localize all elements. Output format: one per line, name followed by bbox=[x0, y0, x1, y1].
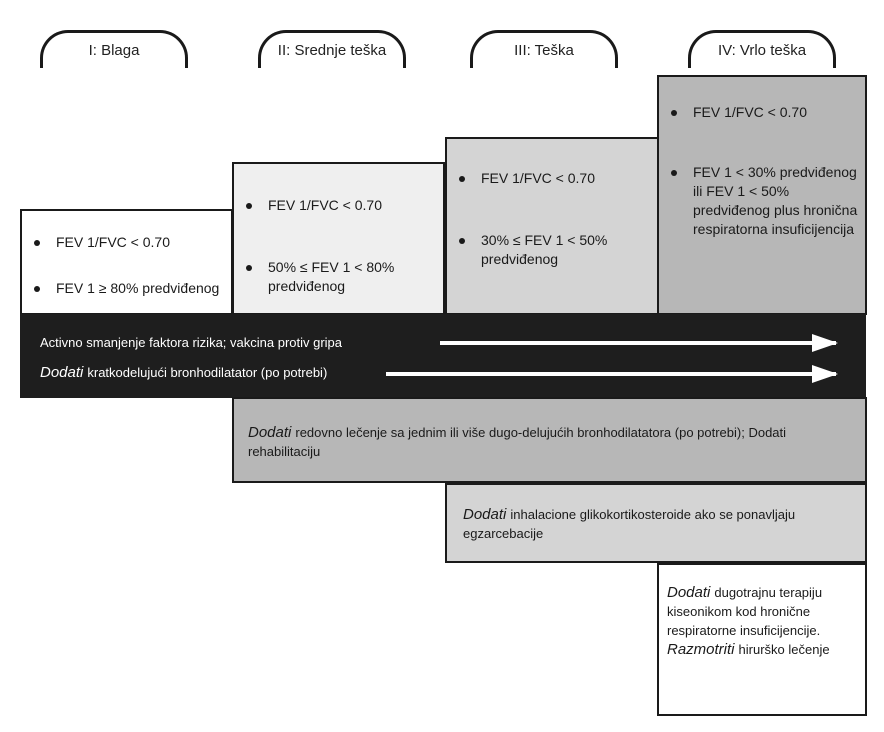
stage-box-1: FEV 1/FVC < 0.70 FEV 1 ≥ 80% predviđenog bbox=[20, 209, 233, 315]
criterion: FEV 1/FVC < 0.70 bbox=[34, 233, 227, 252]
criterion: FEV 1/FVC < 0.70 bbox=[459, 169, 653, 188]
stage-tab-3: III: Teška bbox=[470, 30, 618, 68]
criterion: FEV 1 ≥ 80% predviđenog bbox=[34, 279, 227, 298]
stage-box-2: FEV 1/FVC < 0.70 50% ≤ FEV 1 < 80% predv… bbox=[232, 162, 445, 315]
arrow-1 bbox=[440, 334, 838, 352]
criterion: FEV 1/FVC < 0.70 bbox=[246, 196, 439, 215]
bullet-icon bbox=[459, 176, 465, 182]
criterion: 50% ≤ FEV 1 < 80% predviđenog bbox=[246, 258, 439, 296]
bullet-icon bbox=[671, 170, 677, 176]
stage-box-4: FEV 1/FVC < 0.70 FEV 1 < 30% predviđenog… bbox=[657, 75, 867, 315]
stage-tab-4: IV: Vrlo teška bbox=[688, 30, 836, 68]
bullet-icon bbox=[246, 203, 252, 209]
stage-label: IV: Vrlo teška bbox=[717, 42, 807, 59]
bullet-icon bbox=[671, 110, 677, 116]
stage-tab-2: II: Srednje teška bbox=[258, 30, 406, 68]
band-line-1: Activno smanjenje faktora rizika; vakcin… bbox=[40, 335, 343, 350]
criterion: FEV 1 < 30% predviđenog ili FEV 1 < 50% … bbox=[671, 163, 861, 239]
common-treatment-band: Activno smanjenje faktora rizika; vakcin… bbox=[20, 314, 866, 398]
stage-label: I: Blaga bbox=[88, 42, 140, 59]
stage-label: III: Teška bbox=[514, 42, 574, 59]
bullet-icon bbox=[34, 286, 40, 292]
criterion: 30% ≤ FEV 1 < 50% predviđenog bbox=[459, 231, 653, 269]
criterion: FEV 1/FVC < 0.70 bbox=[671, 103, 861, 122]
stage-label: II: Srednje teška bbox=[277, 42, 387, 59]
stage-box-3: FEV 1/FVC < 0.70 30% ≤ FEV 1 < 50% predv… bbox=[445, 137, 659, 315]
bullet-icon bbox=[34, 240, 40, 246]
bullet-icon bbox=[246, 265, 252, 271]
arrow-2 bbox=[386, 365, 838, 383]
bullet-icon bbox=[459, 238, 465, 244]
stage-tab-1: I: Blaga bbox=[40, 30, 188, 68]
